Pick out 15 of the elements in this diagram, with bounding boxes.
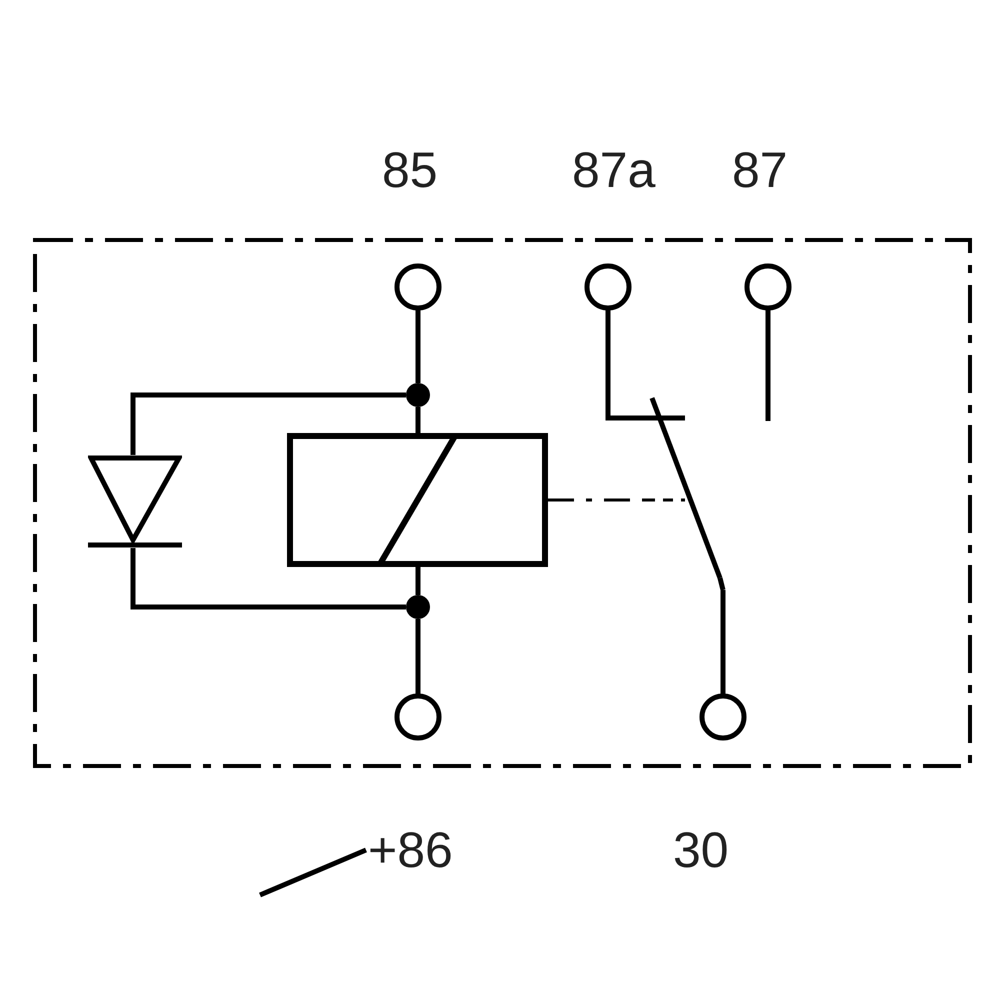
terminal-label: 30 (673, 825, 729, 875)
wire (416, 567, 420, 595)
wire (606, 309, 645, 420)
wire (130, 548, 406, 610)
mechanical-linkage (548, 498, 645, 502)
wire (720, 590, 726, 695)
leader-line (259, 848, 367, 898)
terminal-label: 85 (382, 145, 438, 195)
wire (416, 309, 420, 383)
terminal-label: +86 (368, 825, 453, 875)
wire (130, 392, 406, 455)
terminal-label: 87 (732, 145, 788, 195)
terminal-label: 87a (572, 145, 656, 195)
wire (416, 407, 420, 433)
wire (416, 619, 420, 695)
